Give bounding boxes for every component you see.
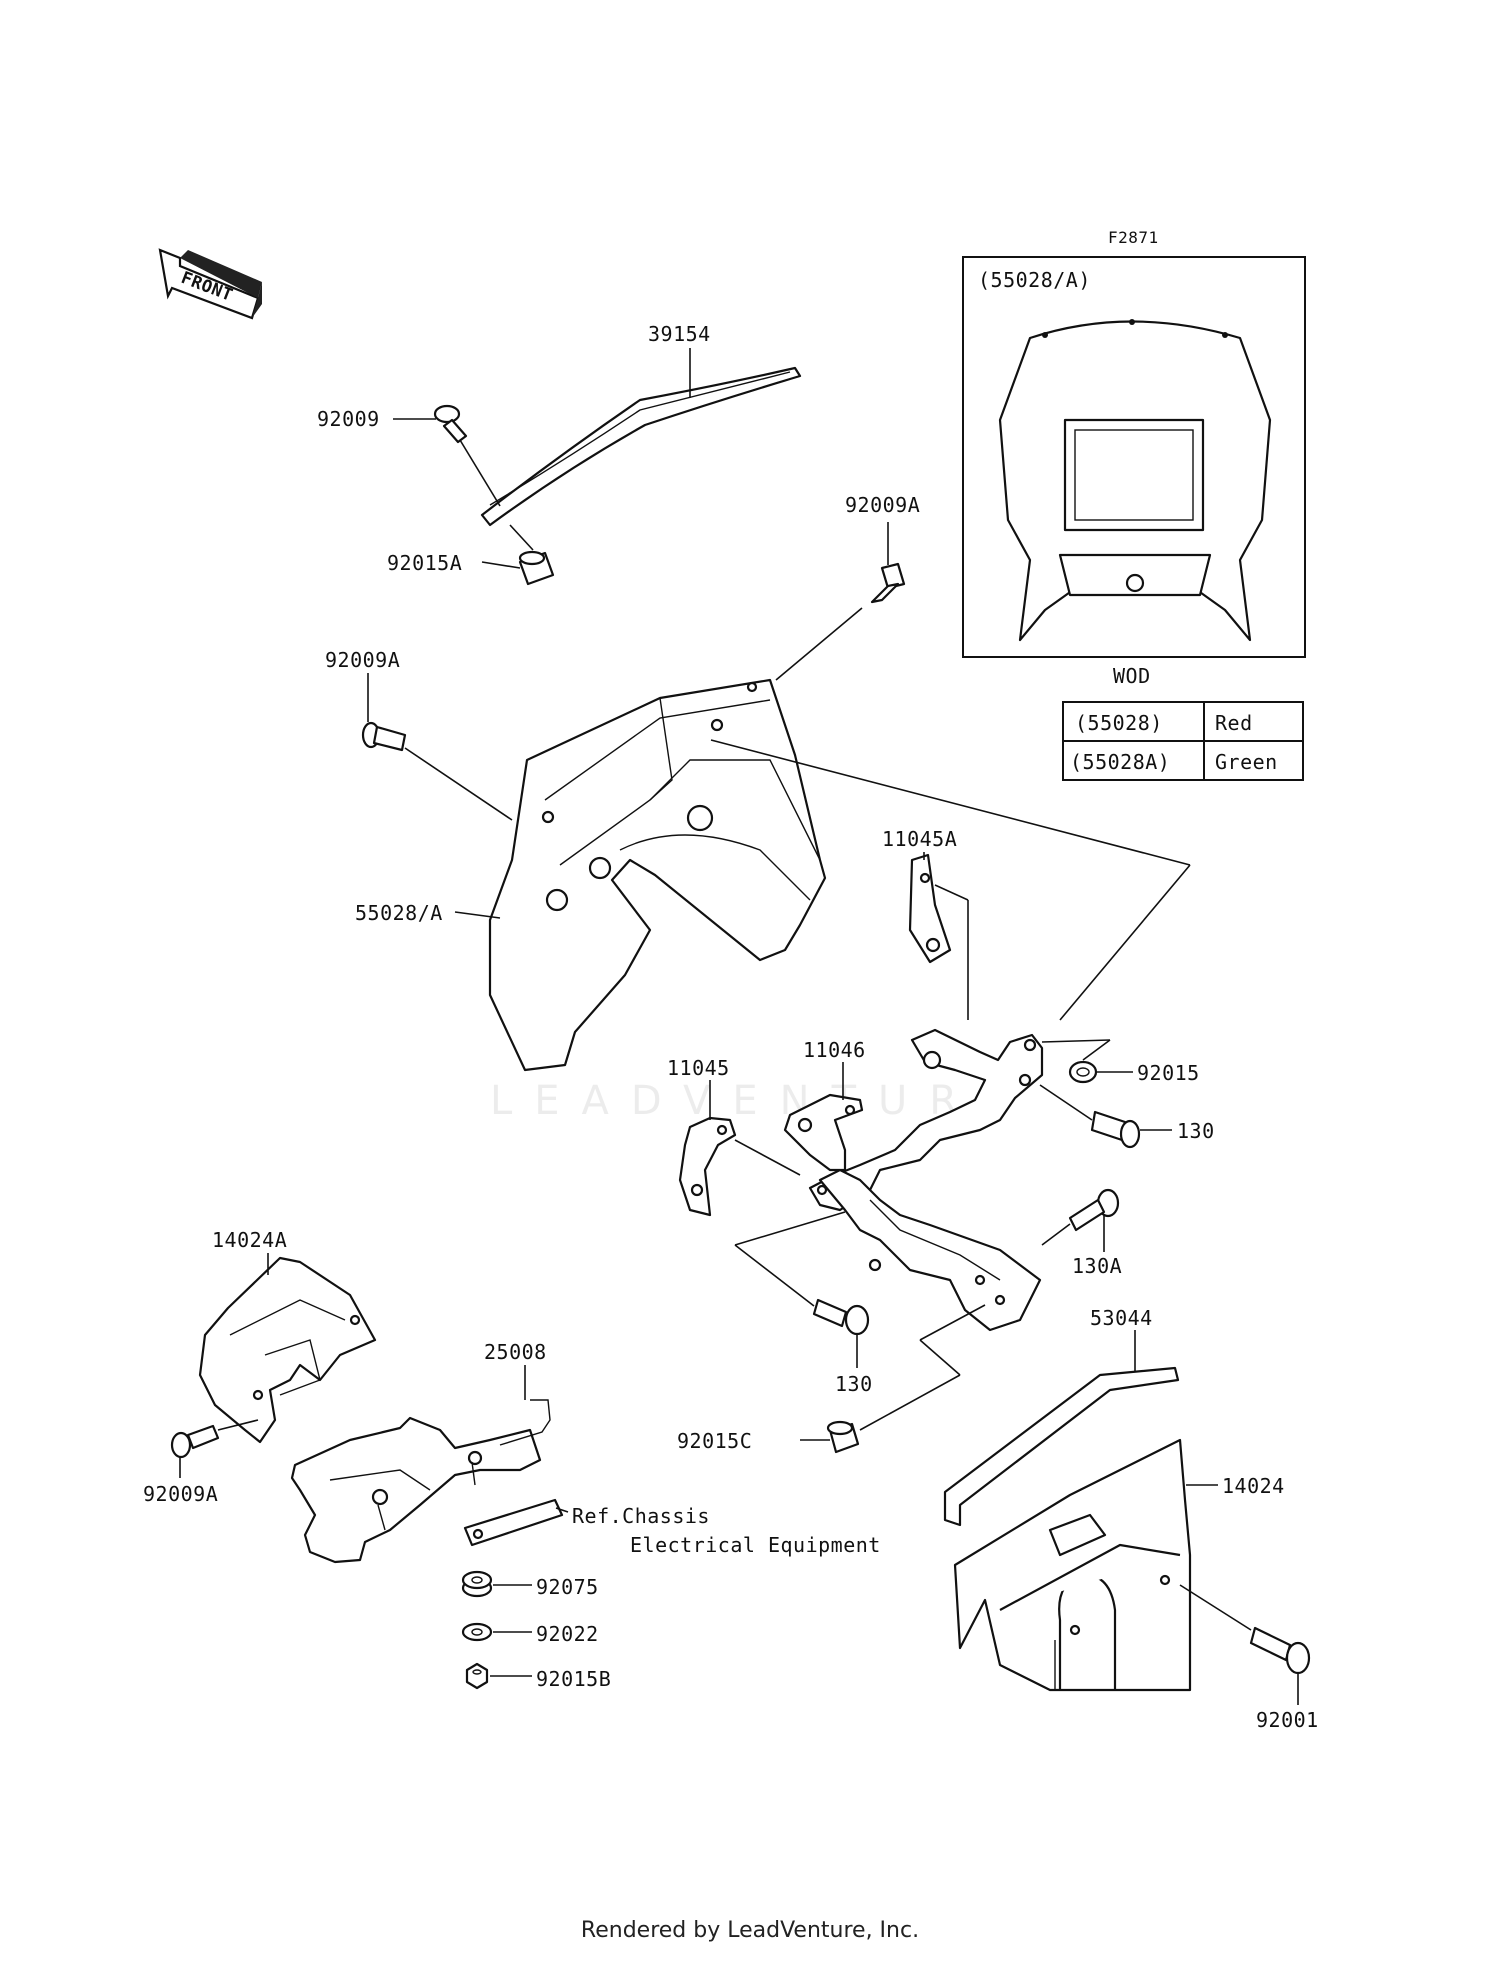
leader-11045-dash bbox=[734, 1139, 801, 1176]
leader-11045A-dash bbox=[934, 884, 969, 901]
inset-title: (55028/A) bbox=[978, 268, 1091, 292]
leader-92015A bbox=[481, 561, 521, 569]
leader-92015C-dash bbox=[859, 1374, 961, 1431]
part-92001-bolt bbox=[1249, 1626, 1311, 1675]
part-11045-bracket bbox=[678, 1116, 737, 1217]
leader-55028A bbox=[454, 911, 501, 919]
leader-92009A-left-dash bbox=[404, 747, 513, 821]
part-92015C-nut bbox=[826, 1420, 860, 1454]
color-table-row-1-part: (55028) bbox=[1075, 711, 1163, 735]
color-table-row-2-part: (55028A) bbox=[1070, 750, 1170, 774]
part-39154-windshield bbox=[480, 366, 802, 527]
part-130-bolt-right bbox=[1090, 1110, 1141, 1149]
leader-ref-chassis bbox=[555, 1507, 569, 1513]
label-14024: 14024 bbox=[1222, 1474, 1285, 1498]
part-92009A-bolt-top bbox=[870, 562, 906, 604]
leader-55028A-bracket bbox=[710, 739, 1191, 866]
part-92009A-screw-bottom bbox=[170, 1424, 220, 1459]
label-ref-chassis-1: Ref.Chassis bbox=[572, 1504, 710, 1528]
leader-92015-dash-2 bbox=[1082, 1039, 1111, 1061]
inset-caption: WOD bbox=[1113, 664, 1151, 688]
label-55028A: 55028/A bbox=[355, 901, 443, 925]
part-92015A-grommet bbox=[518, 550, 555, 586]
part-92015-nut bbox=[1068, 1060, 1098, 1084]
label-11045A: 11045A bbox=[882, 827, 957, 851]
part-130A-bolt bbox=[1068, 1188, 1120, 1232]
label-130-right: 130 bbox=[1177, 1119, 1215, 1143]
label-92009: 92009 bbox=[317, 407, 380, 431]
label-25008: 25008 bbox=[484, 1340, 547, 1364]
label-92075: 92075 bbox=[536, 1575, 599, 1599]
color-table: (55028) Red (55028A) Green bbox=[1062, 701, 1304, 781]
part-92009A-bolt-left bbox=[361, 721, 407, 752]
label-92015A: 92015A bbox=[387, 551, 462, 575]
label-53044: 53044 bbox=[1090, 1306, 1153, 1330]
leader-92015A-dash bbox=[509, 524, 534, 551]
part-14024A-cover bbox=[198, 1256, 377, 1444]
label-92009A-bottom: 92009A bbox=[143, 1482, 218, 1506]
leader-130-bottom-dash bbox=[734, 1244, 815, 1307]
label-92015B: 92015B bbox=[536, 1667, 611, 1691]
part-92015B-nut bbox=[465, 1662, 489, 1690]
part-11045A-bracket bbox=[908, 853, 952, 964]
part-ref-chassis-strap bbox=[463, 1498, 564, 1547]
part-130-bolt-bottom bbox=[812, 1298, 870, 1336]
part-14024-cover bbox=[953, 1438, 1192, 1692]
label-11045: 11045 bbox=[667, 1056, 730, 1080]
label-92009A-top: 92009A bbox=[845, 493, 920, 517]
label-130-bottom: 130 bbox=[835, 1372, 873, 1396]
leader-92009-dash bbox=[459, 439, 501, 507]
inset-cowl-front-view bbox=[998, 319, 1272, 642]
part-92009-screw bbox=[433, 404, 468, 444]
part-92075-grommet bbox=[461, 1570, 493, 1598]
watermark-text: LEADVENTURE bbox=[490, 1078, 1027, 1124]
leader-92015C-dash-3 bbox=[919, 1304, 986, 1341]
footer-credit: Rendered by LeadVenture, Inc. bbox=[580, 1918, 920, 1943]
part-53044-trim bbox=[943, 1366, 1180, 1527]
label-39154: 39154 bbox=[648, 322, 711, 346]
label-92009A-left: 92009A bbox=[325, 648, 400, 672]
leader-130-bottom-dash-2 bbox=[734, 1211, 846, 1246]
label-92001: 92001 bbox=[1256, 1708, 1319, 1732]
inset-panel: (55028/A) bbox=[962, 256, 1306, 658]
label-92015C: 92015C bbox=[677, 1429, 752, 1453]
part-11046-bracket bbox=[783, 1093, 864, 1172]
part-92022-washer bbox=[461, 1622, 493, 1642]
leader-92009A-bottom-dash bbox=[217, 1419, 259, 1431]
color-table-row-1-color: Red bbox=[1215, 711, 1253, 735]
label-92015: 92015 bbox=[1137, 1061, 1200, 1085]
diagram-id: F2871 bbox=[1108, 228, 1159, 247]
part-25008-bracket-assembly bbox=[290, 1399, 551, 1564]
label-14024A: 14024A bbox=[212, 1228, 287, 1252]
front-arrow-icon: FRONT bbox=[158, 248, 262, 320]
leader-55028A-bracket-2 bbox=[1059, 864, 1191, 1021]
label-ref-chassis-2: Electrical Equipment bbox=[630, 1533, 881, 1557]
label-92022: 92022 bbox=[536, 1622, 599, 1646]
leader-92015C-dash-2 bbox=[919, 1339, 961, 1376]
leader-130A-dash bbox=[1041, 1223, 1071, 1246]
label-130A: 130A bbox=[1072, 1254, 1122, 1278]
part-55028A-cowl bbox=[488, 678, 827, 1072]
label-11046: 11046 bbox=[803, 1038, 866, 1062]
leader-92015-dash bbox=[1041, 1039, 1111, 1043]
leader-92009A-top-dash bbox=[775, 607, 863, 681]
color-table-row-2-color: Green bbox=[1215, 750, 1278, 774]
headlight-bracket-frame bbox=[808, 1028, 1044, 1332]
leader-92001-dash bbox=[1179, 1584, 1252, 1631]
leader-130-right-dash bbox=[1039, 1084, 1093, 1121]
